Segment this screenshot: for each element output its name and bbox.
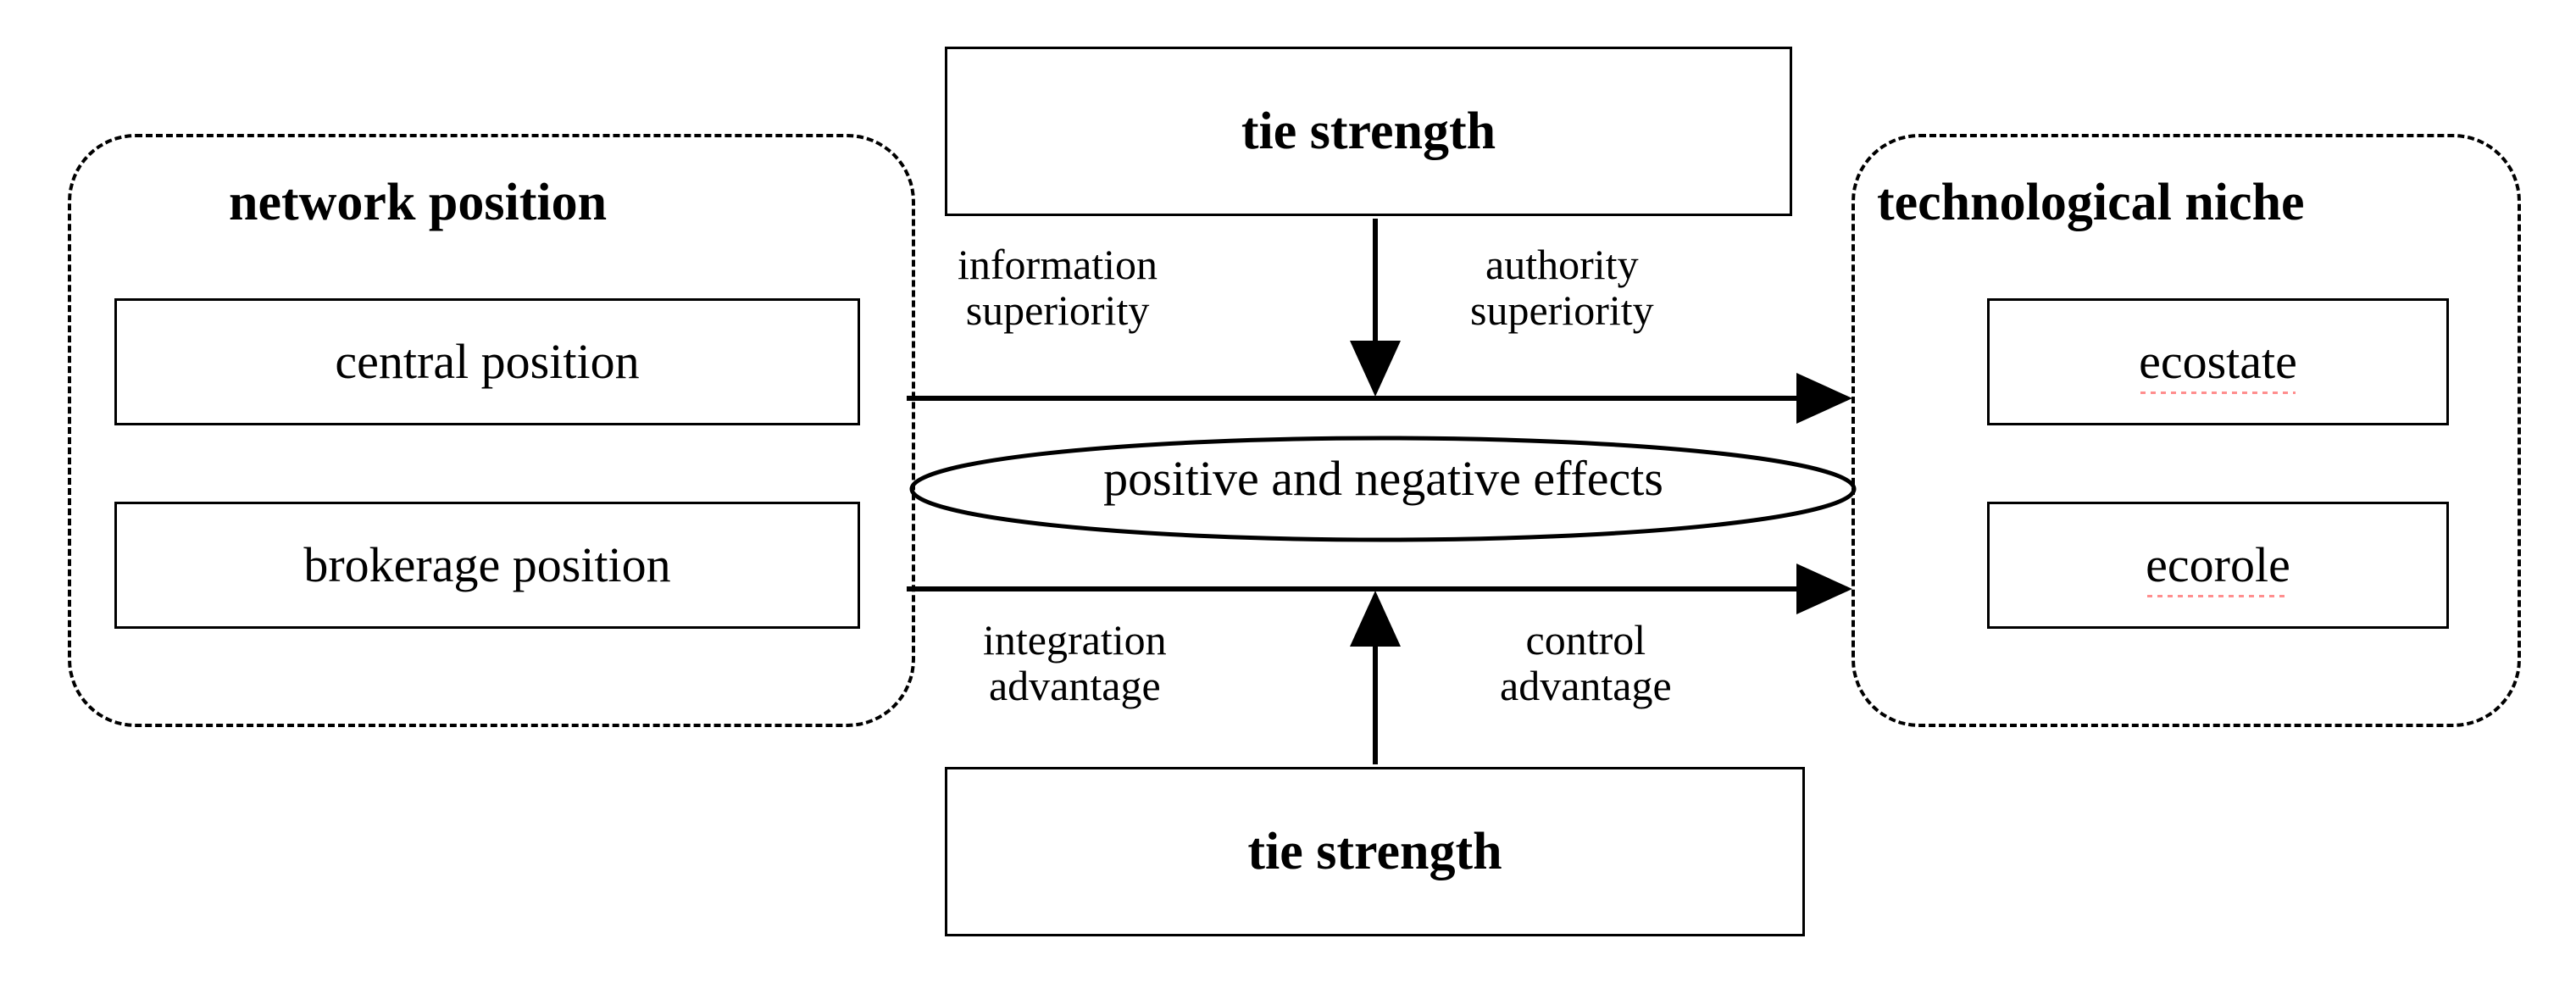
node-central-position: central position	[114, 298, 860, 425]
edge-label-information-superiority-line1: information	[958, 241, 1158, 288]
group-network-position-title: network position	[229, 174, 608, 231]
node-ecorole: ecorole	[1987, 502, 2449, 629]
node-tie-strength-top-label: tie strength	[1241, 103, 1496, 160]
node-tie-strength-bottom-label: tie strength	[1247, 823, 1502, 880]
edge-label-information-superiority: information superiority	[958, 242, 1158, 333]
group-technological-niche	[1852, 134, 2521, 727]
node-ecostate-label: ecostate	[2139, 334, 2297, 394]
mediator-ellipse-shape	[908, 435, 1857, 543]
edge-label-control-advantage-line2: advantage	[1500, 662, 1672, 709]
edge-label-integration-advantage-line1: integration	[983, 616, 1167, 664]
node-brokerage-position: brokerage position	[114, 502, 860, 629]
edge-label-information-superiority-line2: superiority	[965, 286, 1150, 334]
group-technological-niche-title: technological niche	[1877, 174, 2305, 231]
node-tie-strength-top: tie strength	[945, 47, 1792, 216]
node-brokerage-position-label: brokerage position	[303, 537, 671, 592]
node-ecostate: ecostate	[1987, 298, 2449, 425]
edge-label-control-advantage: control advantage	[1500, 617, 1672, 708]
edge-label-integration-advantage-line2: advantage	[988, 662, 1161, 709]
edge-label-authority-superiority: authority superiority	[1470, 242, 1654, 333]
edge-label-authority-superiority-line2: superiority	[1470, 286, 1654, 334]
edge-label-integration-advantage: integration advantage	[983, 617, 1167, 708]
node-tie-strength-bottom: tie strength	[945, 767, 1805, 936]
edge-label-authority-superiority-line1: authority	[1485, 241, 1639, 288]
node-ecorole-label: ecorole	[2146, 537, 2290, 597]
mediator-ellipse-label: positive and negative effects	[1103, 451, 1663, 506]
edge-label-control-advantage-line1: control	[1525, 616, 1646, 664]
group-network-position	[68, 134, 915, 727]
node-central-position-label: central position	[335, 334, 640, 389]
